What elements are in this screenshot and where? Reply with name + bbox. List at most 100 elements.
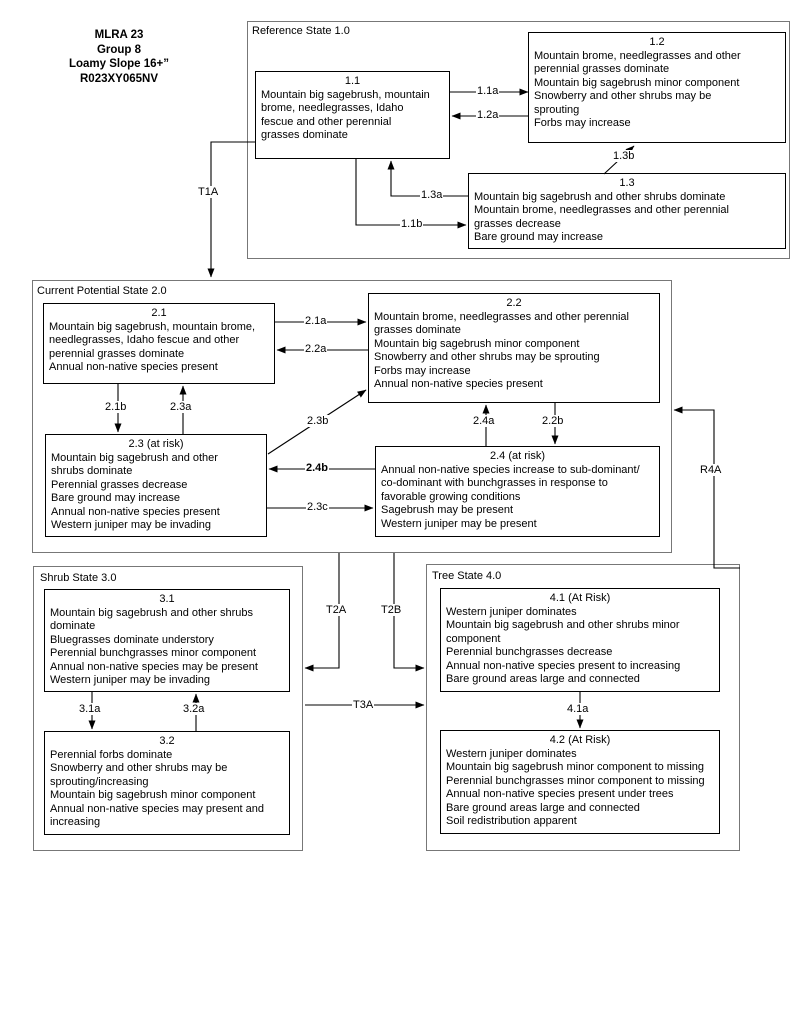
phase-line: grasses dominate [374,324,461,337]
phase-box-1-1[interactable]: 1.1 Mountain big sagebrush, mountain bro… [255,71,450,159]
phase-line: Perennial bunchgrasses minor component [50,647,257,660]
state-box-reference [247,21,790,259]
phase-box-2-4[interactable]: 2.4 (at risk) Annual non-native species … [375,446,660,537]
phase-box-3-2[interactable]: 3.2 Perennial forbs dominate Snowberry a… [44,731,290,835]
phase-number: 4.2 (At Risk) [549,734,611,746]
phase-line: Perennial bunchgrasses decrease [446,646,613,659]
arrow-label-2-3c: 2.3c [306,501,329,513]
phase-line: Mountain big sagebrush minor component [50,789,256,802]
phase-line: Western juniper dominates [446,747,577,760]
arrow-label-2-4b: 2.4b [305,462,330,474]
phase-line: Perennial grasses decrease [51,478,188,491]
phase-box-3-1[interactable]: 3.1 Mountain big sagebrush and other shr… [44,589,290,692]
diagram-title-block: MLRA 23 Group 8 Loamy Slope 16+” R023XY0… [34,28,204,86]
arrow-label-1-2a: 1.2a [476,109,500,121]
phase-number: 2.4 (at risk) [489,450,545,462]
phase-line: Annual non-native species present [374,378,543,391]
phase-line: fescue and other perennial [261,115,392,128]
phase-line: Forbs may increase [374,364,471,377]
arrow-label-2-1b: 2.1b [104,401,128,413]
phase-line: dominate [50,620,96,633]
state-label-tree: Tree State 4.0 [432,570,502,582]
phase-box-1-3[interactable]: 1.3 Mountain big sagebrush and other shr… [468,173,786,249]
phase-line: Western juniper dominates [446,605,577,618]
phase-line: brome, needlegrasses, Idaho [261,102,404,115]
phase-line: Annual non-native species present to inc… [446,659,681,672]
state-label-shrub: Shrub State 3.0 [40,572,117,584]
phase-line: Mountain big sagebrush and other shrubs … [474,190,726,203]
title-line-code: R023XY065NV [80,72,158,85]
phase-line: Soil redistribution apparent [446,815,577,828]
phase-number: 2.1 [151,307,167,319]
arrow-label-1-3a: 1.3a [420,189,444,201]
phase-line: Mountain big sagebrush minor component t… [446,761,705,774]
phase-number: 1.1 [344,75,361,87]
phase-number: 3.2 [159,735,175,747]
phase-line: perennial grasses dominate [49,347,185,360]
phase-line: grasses decrease [474,217,561,230]
arrow-label-t1a: T1A [197,186,220,198]
phase-line: Bare ground areas large and connected [446,673,640,686]
arrow-label-2-3b: 2.3b [306,415,330,427]
phase-line: Annual non-native species present [51,505,220,518]
arrow-label-3-1a: 3.1a [78,703,102,715]
phase-line: sprouting/increasing [50,775,149,788]
arrow-label-1-1b: 1.1b [400,218,424,230]
title-line-mlra: MLRA 23 [94,29,144,41]
phase-box-1-2[interactable]: 1.2 Mountain brome, needlegrasses and ot… [528,32,786,143]
title-line-site: Loamy Slope 16+” [68,58,170,70]
title-line-group: Group 8 [96,43,142,56]
arrow-label-2-3a: 2.3a [169,401,193,413]
arrow-label-r4a: R4A [699,464,723,476]
phase-box-4-2[interactable]: 4.2 (At Risk) Western juniper dominates … [440,730,720,834]
phase-line: Western juniper may be invading [50,674,210,687]
phase-number: 2.3 (at risk) [128,438,184,450]
phase-line: grasses dominate [261,129,348,142]
phase-line: Mountain big sagebrush, mountain brome, [49,320,256,333]
state-box-shrub [33,566,303,851]
phase-line: Mountain big sagebrush minor component [374,337,580,350]
phase-line: Bare ground areas large and connected [446,801,640,814]
phase-line: Snowberry and other shrubs may be [50,762,228,775]
phase-number: 2.2 [506,297,522,309]
arrow-label-4-1a: 4.1a [566,703,590,715]
phase-box-4-1[interactable]: 4.1 (At Risk) Western juniper dominates … [440,588,720,692]
phase-line: favorable growing conditions [381,490,521,503]
phase-box-2-1[interactable]: 2.1 Mountain big sagebrush, mountain bro… [43,303,275,384]
phase-number: 4.1 (At Risk) [549,592,611,604]
phase-box-2-2[interactable]: 2.2 Mountain brome, needlegrasses and ot… [368,293,660,403]
state-label-current-potential: Current Potential State 2.0 [37,285,167,297]
phase-line: Annual non-native species may be present [50,660,258,673]
arrow-label-t3a: T3A [352,699,375,711]
phase-line: Sagebrush may be present [381,504,514,517]
phase-line: Mountain big sagebrush and other shrubs … [446,619,680,632]
phase-line: needlegrasses, Idaho fescue and other [49,334,240,347]
phase-line: component [446,632,501,645]
phase-line: Perennial forbs dominate [50,748,173,761]
phase-line: Mountain big sagebrush and other shrubs [50,606,254,619]
arrow-label-t2a: T2A [325,604,348,616]
phase-line: Forbs may increase [534,117,631,130]
phase-line: Bare ground may increase [51,492,181,505]
arrow-label-2-1a: 2.1a [304,315,328,327]
phase-line: Mountain big sagebrush and other [51,451,218,464]
phase-line: Bluegrasses dominate understory [50,633,214,646]
phase-line: sprouting [534,103,580,116]
phase-line: Mountain big sagebrush, mountain [261,88,430,101]
phase-line: Mountain brome, needlegrasses and other … [374,310,629,323]
phase-line: Annual non-native species may present an… [50,802,265,815]
arrow-label-2-2a: 2.2a [304,343,328,355]
state-box-current-potential [32,280,672,553]
phase-line: Annual non-native species present [49,361,218,374]
phase-number: 1.2 [649,36,665,48]
phase-line: increasing [50,816,101,829]
phase-line: co-dominant with bunchgrasses in respons… [381,477,608,490]
phase-line: Bare ground may increase [474,231,604,244]
arrow-label-3-2a: 3.2a [182,703,206,715]
arrow-label-1-3b: 1.3b [612,150,636,162]
phase-box-2-3[interactable]: 2.3 (at risk) Mountain big sagebrush and… [45,434,267,537]
arrow-label-2-2b: 2.2b [541,415,565,427]
arrow-label-2-4a: 2.4a [472,415,496,427]
phase-line: Mountain brome, needlegrasses and other [534,49,741,62]
